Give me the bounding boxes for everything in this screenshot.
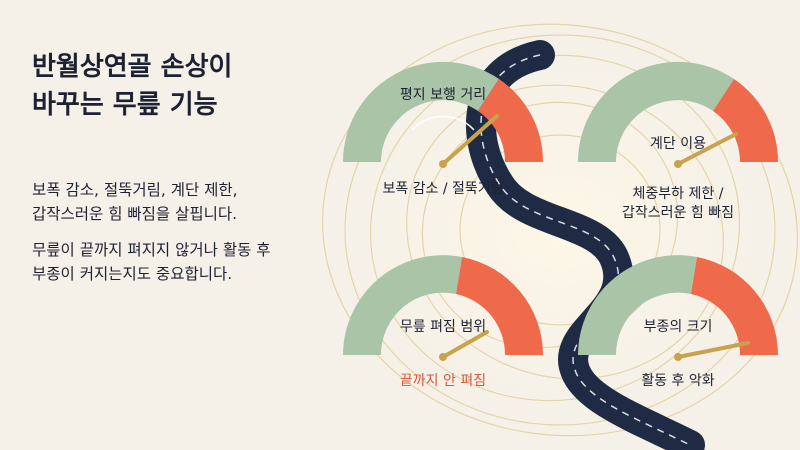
paragraph-1-line-1: 보폭 감소, 절뚝거림, 계단 제한,: [32, 181, 238, 199]
gauge-4-caption: 활동 후 악화: [641, 373, 715, 389]
gauge-1-label: 평지 보행 거리: [399, 87, 487, 103]
gauge-2-caption-line-2: 갑작스러운 힘 빠짐: [622, 205, 734, 221]
title-line-2: 바꾸는 무릎 기능: [32, 90, 218, 120]
paragraph-1-line-2: 갑작스러운 힘 빠짐을 살핍니다.: [32, 205, 238, 223]
page-title: 반월상연골 손상이 바꾸는 무릎 기능: [32, 48, 332, 124]
gauge-needle: [676, 341, 750, 359]
winding-road: [466, 40, 705, 450]
description-paragraph-2: 무릎이 끝까지 펴지지 않거나 활동 후 부종이 커지는지도 중요합니다.: [32, 238, 342, 286]
gauge-2-caption: 체중부하 제한 / 갑작스러운 힘 빠짐: [593, 185, 763, 223]
description-paragraph-1: 보폭 감소, 절뚝거림, 계단 제한, 갑작스러운 힘 빠짐을 살핍니다.: [32, 178, 342, 226]
title-line-1: 반월상연골 손상이: [32, 52, 233, 82]
gauge-2-caption-line-1: 체중부하 제한 /: [632, 186, 724, 202]
paragraph-2-line-1: 무릎이 끝까지 펴지지 않거나 활동 후: [32, 241, 271, 259]
gauge-3-caption: 끝까지 안 펴짐: [399, 373, 487, 389]
paragraph-2-line-2: 부종이 커지는지도 중요합니다.: [32, 265, 233, 283]
gauge-4-label: 부종의 크기: [643, 319, 713, 335]
gauge-swelling: [578, 255, 778, 361]
gauge-2-label: 계단 이용: [650, 136, 706, 152]
gauge-needle: [676, 132, 738, 166]
gauge-3-label: 무릎 펴짐 범위: [399, 319, 487, 335]
gauge-walking-distance: [342, 61, 544, 168]
gauge-needle: [441, 114, 499, 166]
gauge-stairs: [577, 61, 779, 168]
gauge-1-caption: 보폭 감소 / 절뚝거림: [382, 181, 504, 197]
gauge-needle: [441, 330, 489, 359]
gauge-knee-extension: [343, 255, 543, 361]
